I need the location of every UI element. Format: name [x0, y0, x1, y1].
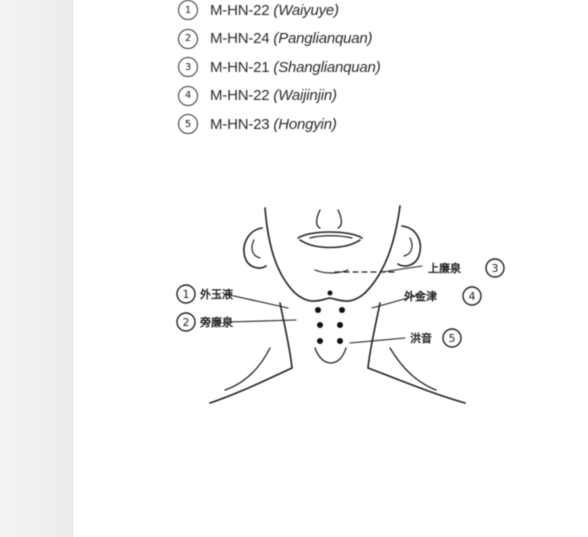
- acupoint-dot: [337, 338, 343, 344]
- legend-item-5: 5 M-HN-23 (Hongyin): [178, 110, 538, 139]
- neck-left: [279, 302, 293, 369]
- legend-number-3: 3: [178, 57, 198, 78]
- label-text-2: 旁廉泉: [199, 315, 234, 329]
- acupoint-legend: 1 M-HN-22 (Waiyuye) 2 M-HN-24 (Panglianq…: [178, 0, 538, 139]
- legend-number-2: 2: [178, 28, 198, 49]
- acupoint-dot: [337, 322, 343, 328]
- label-number-4: 4: [469, 290, 476, 303]
- nose: [315, 209, 343, 229]
- label-number-1: 1: [183, 288, 190, 301]
- legend-code-1: M-HN-22: [210, 1, 270, 19]
- left-ear: [243, 227, 267, 269]
- legend-label-3: M-HN-21 (Shanglianquan): [210, 59, 381, 76]
- label-text-1: 外玉液: [199, 287, 234, 301]
- label-text-3: 上廉泉: [428, 261, 462, 275]
- label-circle-1: [176, 284, 196, 304]
- shoulder-left: [209, 367, 293, 404]
- left-sidebar-panel: [0, 0, 73, 537]
- jaw-outline: [264, 205, 401, 302]
- neck-right: [367, 302, 381, 369]
- mouth-upper: [297, 231, 363, 239]
- label-circle-4: [462, 286, 482, 306]
- label-circle-5: [442, 328, 462, 348]
- legend-item-4: 4 M-HN-22 (Waijinjin): [178, 82, 538, 111]
- acupoint-dot: [327, 290, 333, 296]
- legend-label-1: M-HN-22 (Waiyuye): [210, 2, 339, 19]
- legend-item-2: 2 M-HN-24 (Panglianquan): [178, 25, 538, 54]
- acupoint-dot: [317, 322, 323, 328]
- legend-name-4: (Waijinjin): [273, 87, 337, 105]
- label-circle-3: [485, 258, 505, 278]
- label-text-5: 洪音: [410, 331, 432, 345]
- legend-label-5: M-HN-23 (Hongyin): [210, 116, 337, 133]
- legend-label-2: M-HN-24 (Panglianquan): [210, 30, 373, 48]
- shoulder-right: [367, 367, 466, 404]
- legend-name-5: (Hongyin): [273, 115, 337, 133]
- label-number-5: 5: [449, 332, 456, 345]
- right-ear: [397, 225, 422, 267]
- legend-name-2: (Panglianquan): [273, 30, 373, 48]
- legend-label-4: M-HN-22 (Waijinjin): [210, 87, 337, 104]
- legend-code-2: M-HN-24: [210, 30, 270, 48]
- mouth-lower: [299, 239, 361, 249]
- acupoint-dot: [339, 307, 345, 313]
- label-text-4: 外金津: [403, 289, 437, 303]
- label-circle-2: [176, 312, 196, 332]
- legend-number-4: 4: [178, 85, 198, 106]
- legend-code-3: M-HN-21: [210, 58, 270, 76]
- legend-code-4: M-HN-22: [210, 87, 270, 105]
- label-number-3: 3: [492, 262, 499, 275]
- legend-item-3: 3 M-HN-21 (Shanglianquan): [178, 53, 538, 82]
- acupoint-dot: [317, 338, 323, 344]
- neck-acupoint-figure: 1 外玉液 2 旁廉泉 上廉泉 3 外金津 4 洪音 5: [170, 198, 520, 418]
- acupoint-dot: [315, 307, 321, 313]
- legend-number-5: 5: [178, 114, 198, 135]
- legend-number-1: 1: [178, 0, 198, 21]
- neck-illustration: 1 外玉液 2 旁廉泉 上廉泉 3 外金津 4 洪音 5: [176, 205, 505, 404]
- legend-name-1: (Waiyuye): [273, 1, 339, 19]
- legend-code-5: M-HN-23: [210, 115, 270, 133]
- label-number-2: 2: [183, 316, 190, 329]
- throat: [314, 347, 347, 364]
- legend-name-3: (Shanglianquan): [273, 58, 381, 76]
- legend-item-1: 1 M-HN-22 (Waiyuye): [178, 0, 538, 25]
